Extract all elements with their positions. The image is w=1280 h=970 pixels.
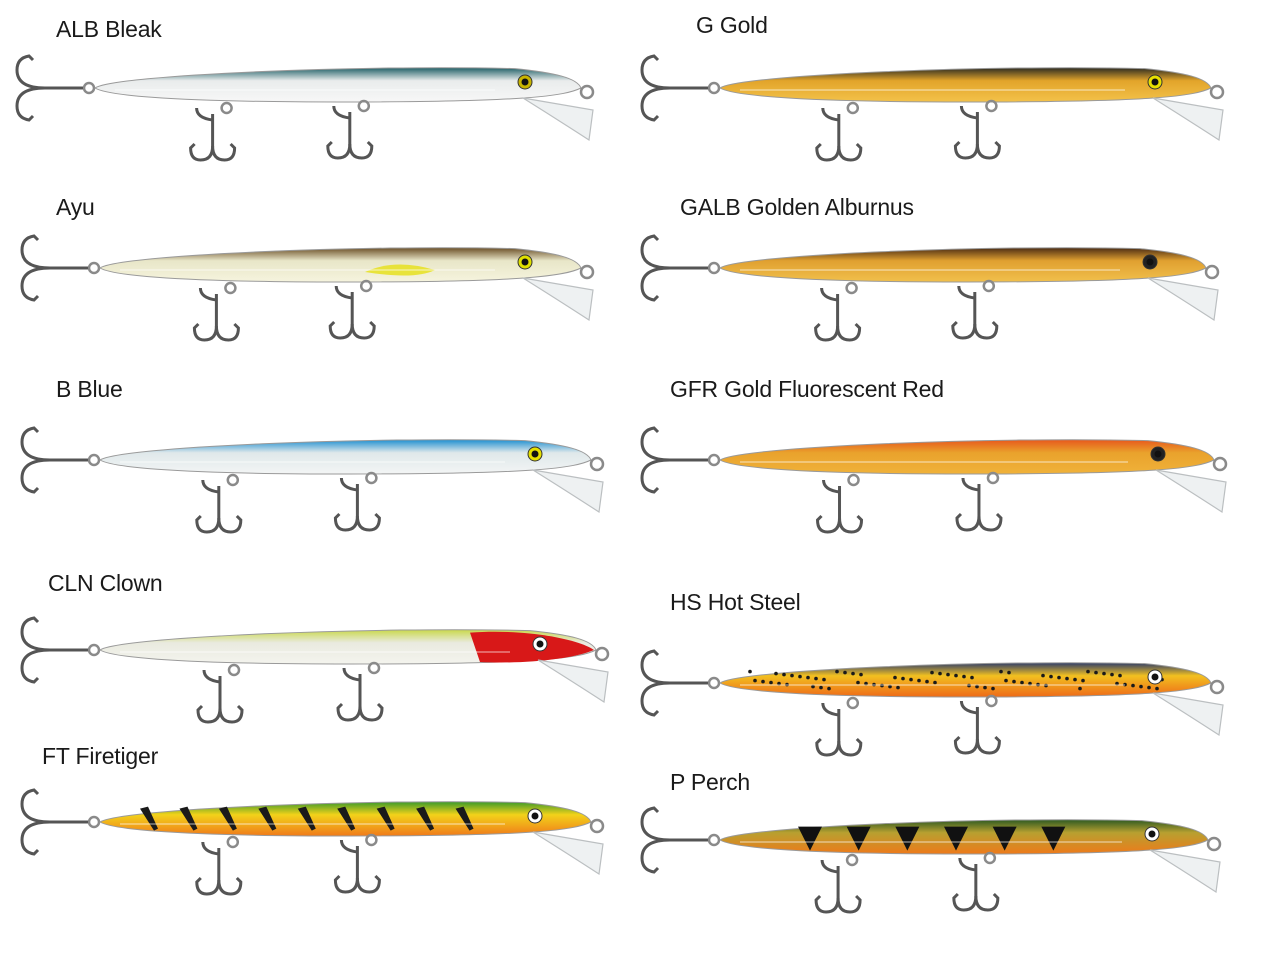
lure-gfr	[640, 426, 1228, 534]
lure-label-galb-golden-alburnus: GALB Golden Alburnus	[680, 194, 914, 220]
lure-cln	[20, 616, 610, 724]
lure-label-g-gold: G Gold	[696, 12, 768, 38]
lure-galb	[640, 234, 1220, 342]
lure-label-cln-clown: CLN Clown	[48, 570, 163, 596]
lure-label-gfr-gold-fluorescent-red: GFR Gold Fluorescent Red	[670, 376, 944, 402]
lure-body	[719, 67, 1212, 103]
lure-body	[719, 819, 1209, 855]
lure-body	[719, 439, 1215, 475]
lure-body	[719, 247, 1207, 283]
lure-body	[99, 439, 592, 475]
lure-label-ft-firetiger: FT Firetiger	[42, 743, 159, 769]
lure-p	[640, 806, 1222, 914]
lure-label-b-blue: B Blue	[56, 376, 123, 402]
lure-body	[94, 67, 582, 103]
lure-label-ayu: Ayu	[56, 194, 95, 220]
lure-body	[99, 247, 582, 283]
lure-label-alb-bleak: ALB Bleak	[56, 16, 162, 42]
lure-ayu	[20, 234, 595, 342]
lure-label-hs-hot-steel: HS Hot Steel	[670, 589, 801, 615]
lure-ft	[20, 788, 605, 896]
lure-hs	[640, 649, 1225, 757]
lure-label-p-perch: P Perch	[670, 769, 750, 795]
lure-body	[719, 662, 1212, 698]
lure-g	[640, 54, 1225, 162]
lure-alb	[15, 54, 595, 162]
lure-b	[20, 426, 605, 534]
